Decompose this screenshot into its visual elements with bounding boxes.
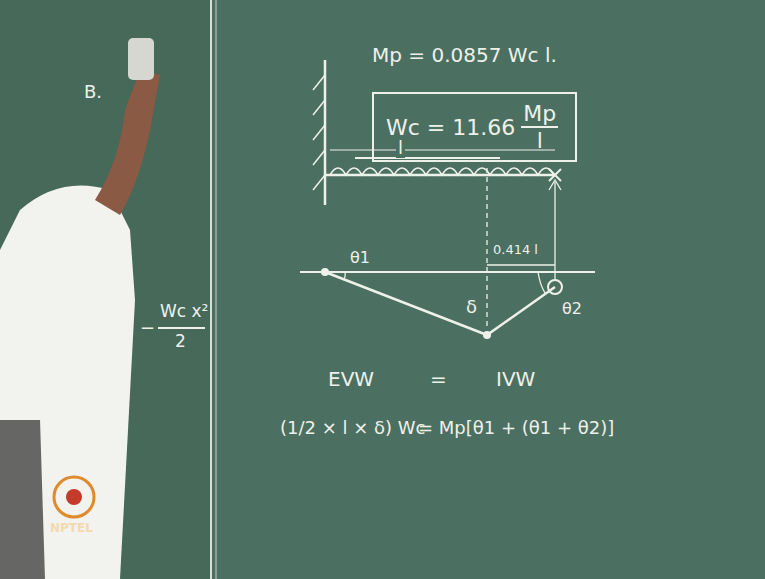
logo-text: NPTEL xyxy=(50,522,93,535)
minus-sign: − xyxy=(140,318,155,338)
work-term: IVW xyxy=(496,368,535,390)
fraction-term: l xyxy=(537,128,543,153)
fraction-term: Wc x² xyxy=(160,302,208,321)
angle-label: θ2 xyxy=(562,300,582,318)
equals-sign: = xyxy=(430,368,447,390)
angle-label: θ1 xyxy=(350,249,370,267)
fraction-term: 2 xyxy=(175,332,186,351)
equation: Mp = 0.0857 Wc l. xyxy=(372,44,557,66)
fraction: Mpl xyxy=(521,101,558,153)
point-label: B. xyxy=(84,82,102,102)
equation: (1/2 × l × δ) Wc xyxy=(280,418,426,438)
equation: = Mp[θ1 + (θ1 + θ2)] xyxy=(418,418,614,438)
dimension: 0.414 l xyxy=(493,243,538,257)
fraction-term: Mp xyxy=(521,101,558,128)
deflection-label: δ xyxy=(466,297,477,317)
span-label: l xyxy=(396,138,405,158)
work-term: EVW xyxy=(328,368,374,390)
equation-text: Wc = 11.66 xyxy=(386,115,515,140)
